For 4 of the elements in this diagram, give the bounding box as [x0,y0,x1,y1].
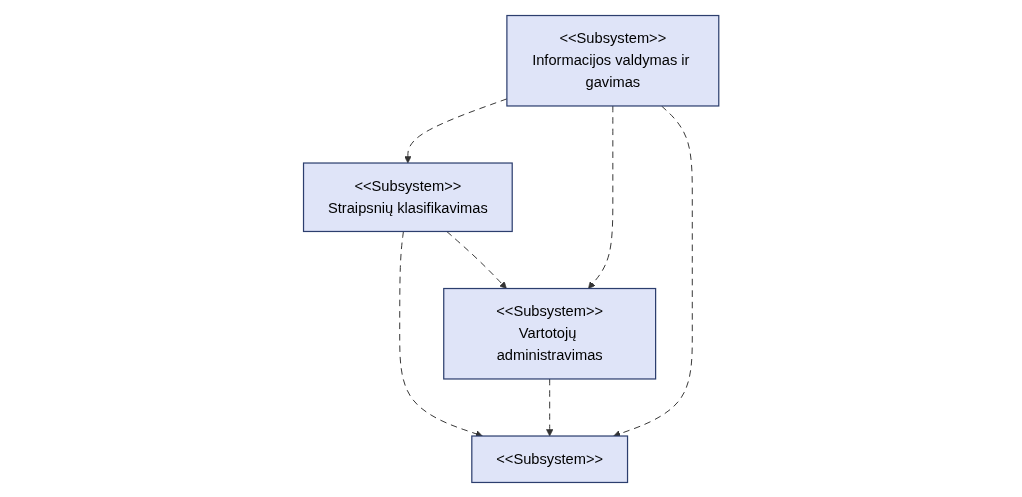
node-box: <<Subsystem>> Straipsnių klasifikavimas [302,161,513,232]
node-box: <<Subsystem>> Vartotojų administravimas [442,287,657,380]
node-box: <<Subsystem>> [471,434,628,483]
node-box: <<Subsystem>> Informacijos valdymas ir gavimas [506,14,720,107]
